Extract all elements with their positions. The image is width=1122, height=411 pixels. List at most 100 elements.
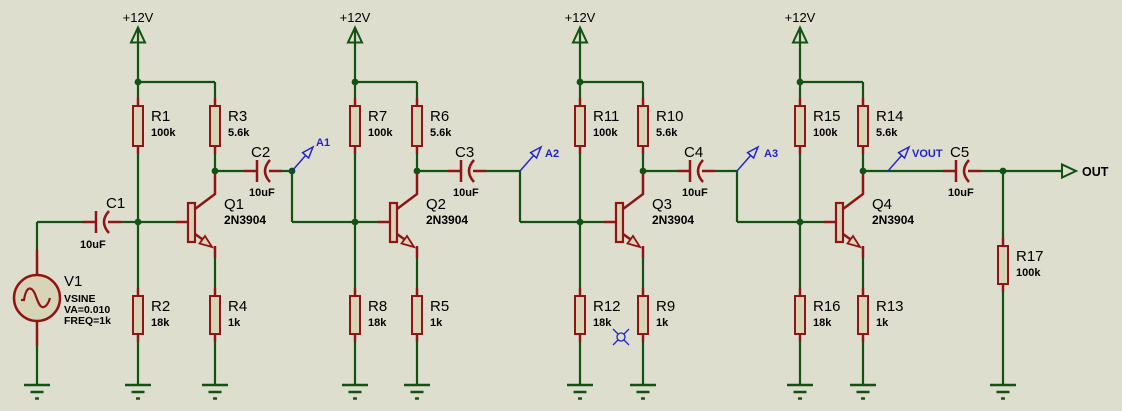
power-terminal-12v[interactable]: +12V: [123, 10, 154, 44]
label: C2: [251, 144, 270, 161]
ground-symbol[interactable]: [202, 383, 228, 400]
probe-arrow-icon: [301, 145, 315, 160]
resistor-body[interactable]: [574, 295, 586, 335]
label: C3: [455, 144, 474, 161]
label: 100k: [1016, 267, 1041, 279]
label: OUT: [1082, 165, 1109, 179]
resistor-body[interactable]: [997, 245, 1009, 285]
ground-symbol[interactable]: [404, 383, 430, 400]
power-terminal-12v[interactable]: +12V: [785, 10, 816, 44]
resistor-R6[interactable]: R65.6k: [411, 98, 452, 154]
label: R17: [1016, 248, 1044, 265]
resistor-body[interactable]: [349, 295, 361, 335]
emitter-arrow: [400, 234, 417, 249]
ground-symbol[interactable]: [787, 383, 813, 400]
resistor-body[interactable]: [574, 105, 586, 147]
collector-lead: [396, 173, 419, 210]
origin-marker-circle: [616, 332, 626, 342]
voltage-probe-A3[interactable]: A3: [736, 145, 778, 172]
resistor-R3[interactable]: R3 5.6k: [209, 98, 250, 154]
label: R15: [813, 108, 841, 125]
voltage-probe-VOUT[interactable]: VOUT: [887, 145, 943, 172]
collector-lead: [842, 173, 865, 210]
resistor-R15[interactable]: R15 100k: [794, 98, 841, 154]
power-terminal-12v[interactable]: +12V: [340, 10, 371, 44]
resistor-body[interactable]: [857, 105, 869, 147]
ground-symbol[interactable]: [567, 383, 593, 400]
resistor-body[interactable]: [637, 105, 649, 147]
label: 100k: [593, 127, 618, 139]
ground-symbol[interactable]: [630, 383, 656, 400]
resistor-body[interactable]: [794, 105, 806, 147]
transistor-bar[interactable]: [388, 201, 399, 244]
transistor-bar[interactable]: [186, 201, 197, 244]
label: R3: [228, 108, 247, 125]
origin-marker-tick: [612, 328, 619, 335]
collector-lead: [622, 173, 645, 210]
label: C5: [950, 144, 969, 161]
label: 1k: [228, 317, 241, 329]
voltage-probe-A2[interactable]: A2: [519, 145, 559, 172]
label: +12V: [123, 10, 154, 25]
label: 18k: [813, 317, 832, 329]
resistor-body[interactable]: [209, 295, 221, 335]
probe-arrow-icon: [897, 145, 911, 160]
transistor-bar[interactable]: [834, 201, 845, 244]
wires[interactable]: [35, 29, 1062, 385]
resistor-body[interactable]: [132, 295, 144, 335]
label: +12V: [785, 10, 816, 25]
ground-symbol[interactable]: [850, 383, 876, 400]
voltage-probe-A1[interactable]: A1: [291, 137, 330, 172]
label: A3: [764, 148, 778, 160]
ground-symbol[interactable]: [125, 383, 151, 400]
junction-dot: [211, 167, 219, 175]
ground-symbol[interactable]: [342, 383, 368, 400]
label: Q2: [426, 196, 446, 213]
resistor-body[interactable]: [857, 295, 869, 335]
label: 100k: [813, 127, 838, 139]
resistor-body[interactable]: [794, 295, 806, 335]
origin-marker-tick: [623, 339, 630, 346]
resistor-body[interactable]: [132, 105, 144, 147]
resistor-body[interactable]: [349, 105, 361, 147]
cap-plate-curved: [102, 210, 110, 234]
output-terminal[interactable]: OUT: [1061, 162, 1109, 180]
label: 1k: [656, 317, 669, 329]
resistor-body[interactable]: [411, 105, 423, 147]
label: R4: [228, 298, 247, 315]
label: R10: [656, 108, 684, 125]
power-terminal-12v[interactable]: +12V: [565, 10, 596, 44]
ground-symbol[interactable]: [990, 383, 1016, 400]
resistor-body[interactable]: [411, 295, 423, 335]
label: 2N3904: [652, 213, 694, 227]
ground-symbol[interactable]: [24, 383, 50, 400]
transistor-bar[interactable]: [614, 201, 625, 244]
label: 5.6k: [228, 127, 250, 139]
resistor-body[interactable]: [637, 295, 649, 335]
resistor-body[interactable]: [209, 105, 221, 147]
resistor-R17[interactable]: R17 100k: [997, 238, 1044, 292]
